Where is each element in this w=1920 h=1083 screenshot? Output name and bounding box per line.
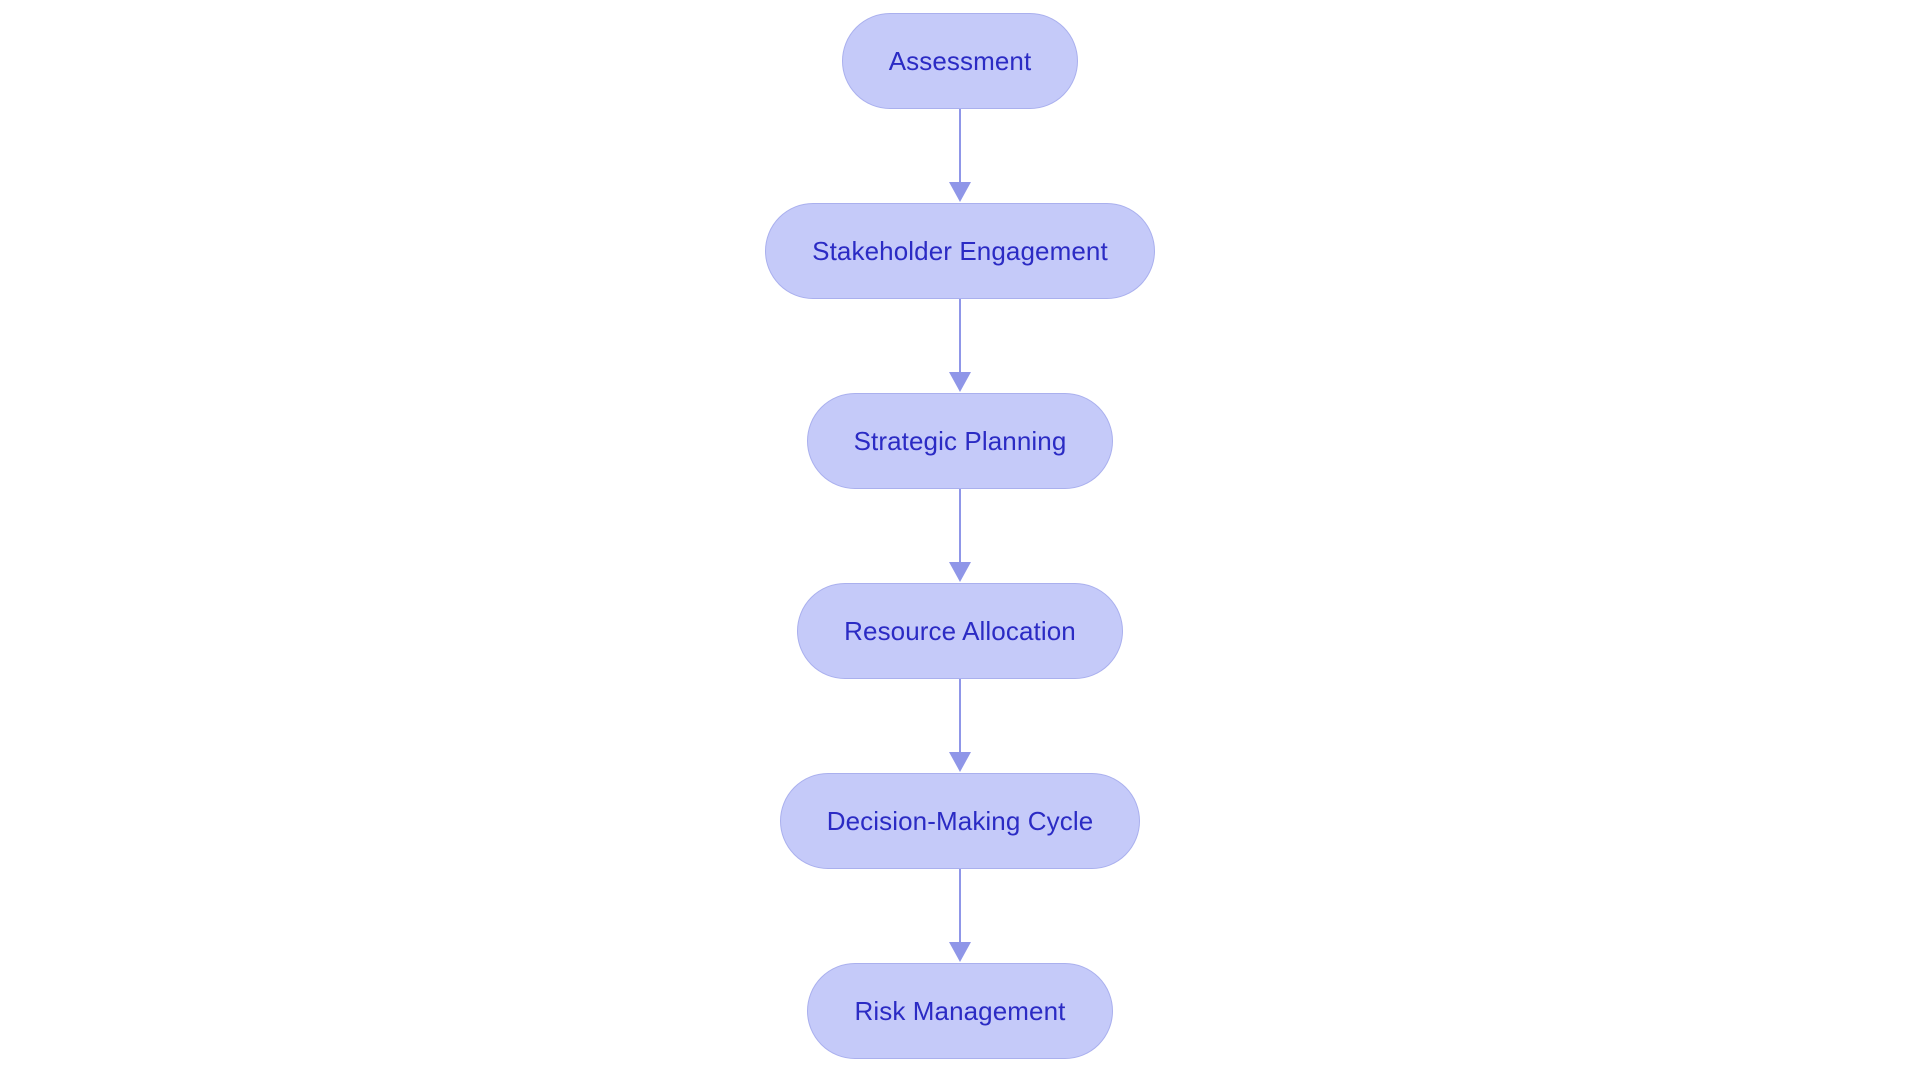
- flow-node-assessment[interactable]: Assessment: [841, 13, 1079, 109]
- connector-line: [958, 679, 962, 753]
- down-arrow-icon: [949, 562, 971, 582]
- connector-line: [958, 299, 962, 373]
- down-arrow-icon: [949, 752, 971, 772]
- down-arrow-icon: [949, 182, 971, 202]
- flow-node-label: Resource Allocation: [844, 616, 1076, 646]
- flow-edge-decision-making-cycle-to-risk-management: [945, 869, 975, 963]
- flow-edge-stakeholder-engagement-to-strategic-planning: [945, 299, 975, 393]
- flow-node-resource-allocation[interactable]: Resource Allocation: [797, 583, 1123, 679]
- connector-line: [958, 869, 962, 943]
- flow-node-strategic-planning[interactable]: Strategic Planning: [806, 393, 1114, 489]
- flow-edge-assessment-to-stakeholder-engagement: [945, 109, 975, 203]
- flow-node-stakeholder-engagement[interactable]: Stakeholder Engagement: [765, 203, 1155, 299]
- flow-edge-strategic-planning-to-resource-allocation: [945, 489, 975, 583]
- down-arrow-icon: [949, 372, 971, 392]
- flow-node-label: Decision-Making Cycle: [826, 806, 1094, 836]
- flow-node-label: Assessment: [888, 46, 1032, 76]
- flow-node-decision-making-cycle[interactable]: Decision-Making Cycle: [779, 773, 1141, 869]
- flow-node-label: Stakeholder Engagement: [812, 236, 1108, 266]
- flow-edge-resource-allocation-to-decision-making-cycle: [945, 679, 975, 773]
- connector-line: [958, 489, 962, 563]
- flow-node-label: Risk Management: [854, 996, 1066, 1026]
- connector-line: [958, 109, 962, 183]
- down-arrow-icon: [949, 942, 971, 962]
- flow-node-label: Strategic Planning: [853, 426, 1067, 456]
- flow-node-risk-management[interactable]: Risk Management: [807, 963, 1113, 1059]
